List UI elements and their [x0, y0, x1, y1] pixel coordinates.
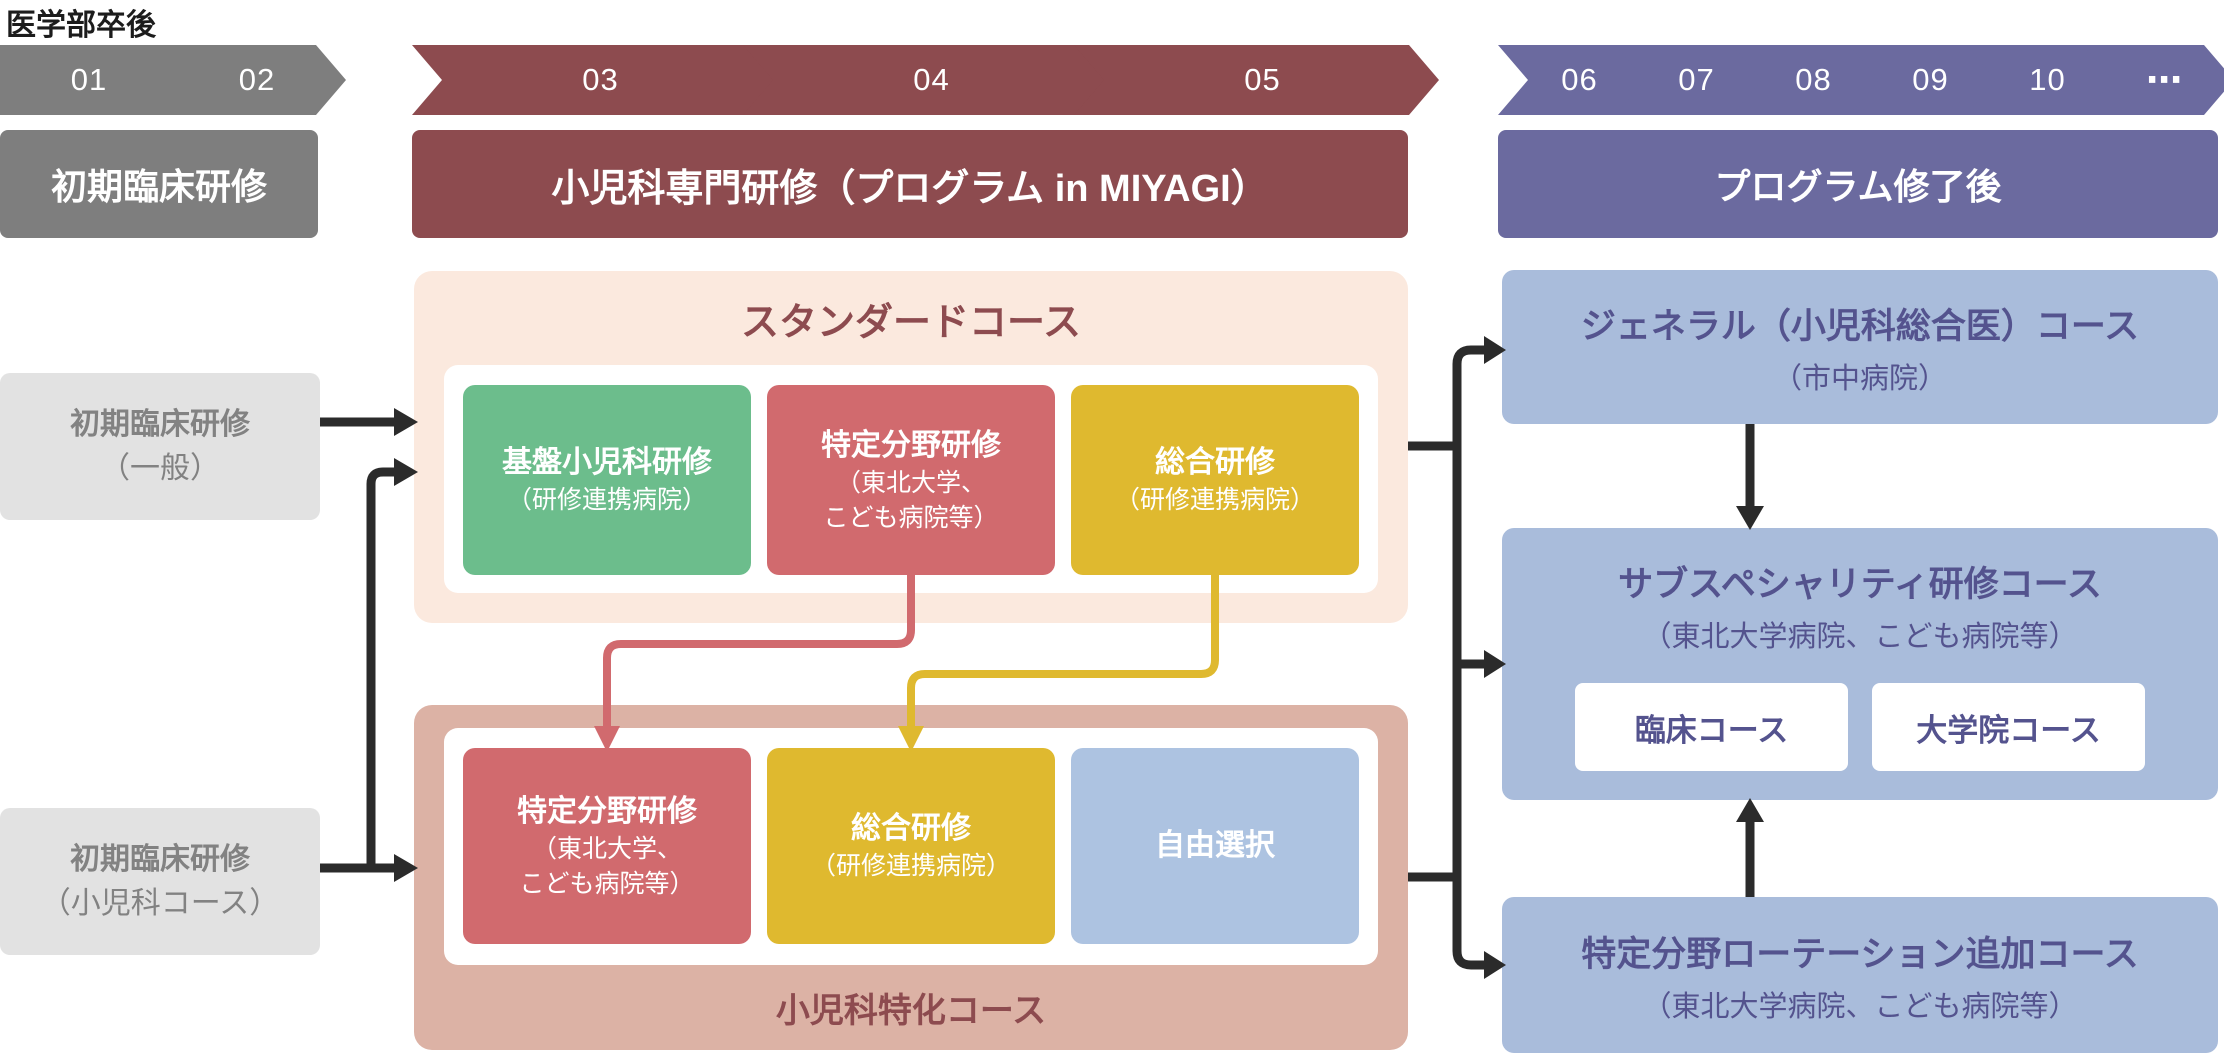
box-org-line: （研修連携病院）	[1114, 486, 1315, 515]
outcome-box-additional-rotation-course: 特定分野ローテーション追加コース （東北大学病院、こども病院等）	[1502, 897, 2218, 1053]
chevron-year-03: 03	[412, 45, 777, 115]
box-org-line: （研修連携病院）	[506, 486, 707, 515]
entry-general-line1: 初期臨床研修	[70, 408, 250, 441]
phase-header-specialty-program: 小児科専門研修（プログラム in MIYAGI）	[412, 130, 1408, 238]
chevron-year-02: 02	[156, 45, 346, 115]
course-box-foundation-pediatrics: 基盤小児科研修 （研修連携病院）	[463, 385, 751, 575]
specialized-course-title: 小児科特化コース	[775, 992, 1047, 1030]
outcome-subspecialty-title: サブスペシャリティ研修コース	[1618, 565, 2102, 604]
standard-course-title: スタンダードコース	[740, 301, 1082, 344]
box-title: 総合研修	[1155, 446, 1275, 480]
outcome-general-title: ジェネラル（小児科総合医）コース	[1580, 306, 2140, 346]
specialized-course-inner-panel: 特定分野研修 （東北大学、 こども病院等） 総合研修 （研修連携病院） 自由選択	[444, 728, 1378, 965]
entry-general-line2: （一般）	[100, 451, 220, 485]
chevron-year-01: 01	[0, 45, 198, 115]
arrow-trunk	[1452, 345, 1484, 970]
standard-course-inner-panel: 基盤小児科研修 （研修連携病院） 特定分野研修 （東北大学、 こども病院等） 総…	[444, 365, 1378, 593]
outcome-subspecialty-sub: （東北大学病院、こども病院等）	[1642, 621, 2078, 653]
outcome-box-subspecialty-course: サブスペシャリティ研修コース （東北大学病院、こども病院等） 臨床コース 大学院…	[1502, 528, 2218, 800]
entry-box-initial-pediatric: 初期臨床研修 （小児科コース）	[0, 808, 320, 955]
phase-header-initial-training: 初期臨床研修	[0, 130, 318, 238]
box-org-line: こども病院等）	[519, 869, 695, 898]
page-title: 医学部卒後	[6, 9, 156, 42]
outcome-additional-sub: （東北大学病院、こども病院等）	[1642, 990, 2078, 1023]
chevron-year-04: 04	[743, 45, 1108, 115]
box-org-line: こども病院等）	[823, 503, 999, 532]
course-box-specific-field-specialized: 特定分野研修 （東北大学、 こども病院等）	[463, 748, 751, 944]
box-org-line: （研修連携病院）	[810, 852, 1011, 881]
box-title: 特定分野研修	[821, 428, 1001, 462]
option-clinical-course: 臨床コース	[1575, 683, 1848, 771]
arrowhead-additional-to-subspecialty	[1736, 798, 1764, 822]
box-title: 特定分野研修	[517, 794, 697, 828]
course-box-specific-field-standard: 特定分野研修 （東北大学、 こども病院等）	[767, 385, 1055, 575]
chevron-year-more: ⋯	[2083, 45, 2224, 115]
box-title: 自由選択	[1155, 829, 1275, 863]
box-title: 基盤小児科研修	[502, 446, 712, 480]
course-box-general-training-specialized: 総合研修 （研修連携病院）	[767, 748, 1055, 944]
chevron-year-07: 07	[1615, 45, 1766, 115]
outcome-box-general-pediatrician-course: ジェネラル（小児科総合医）コース （市中病院）	[1502, 270, 2218, 424]
chevron-year-05: 05	[1074, 45, 1439, 115]
box-title: 総合研修	[851, 812, 971, 846]
arrowhead-general-to-subspecialty	[1736, 506, 1764, 530]
outcome-additional-title: 特定分野ローテーション追加コース	[1581, 934, 2139, 974]
arrow-pediatric-to-standard	[366, 467, 394, 868]
option-graduate-school-course: 大学院コース	[1872, 683, 2145, 771]
entry-pediatric-line2: （小児科コース）	[40, 886, 280, 920]
subspecialty-options-row: 臨床コース 大学院コース	[1575, 683, 2145, 771]
specialized-course-container: 特定分野研修 （東北大学、 こども病院等） 総合研修 （研修連携病院） 自由選択…	[414, 705, 1408, 1050]
box-org-line: （東北大学、	[835, 469, 986, 498]
course-box-free-choice: 自由選択	[1071, 748, 1359, 944]
course-box-general-training-standard: 総合研修 （研修連携病院）	[1071, 385, 1359, 575]
entry-pediatric-line1: 初期臨床研修	[70, 843, 250, 876]
phase-header-post-program: プログラム修了後	[1498, 130, 2218, 238]
box-org-line: （東北大学、	[531, 835, 682, 864]
standard-course-container: スタンダードコース 基盤小児科研修 （研修連携病院） 特定分野研修 （東北大学、…	[414, 271, 1408, 623]
entry-box-initial-general: 初期臨床研修 （一般）	[0, 373, 320, 520]
outcome-general-sub: （市中病院）	[1772, 362, 1947, 395]
